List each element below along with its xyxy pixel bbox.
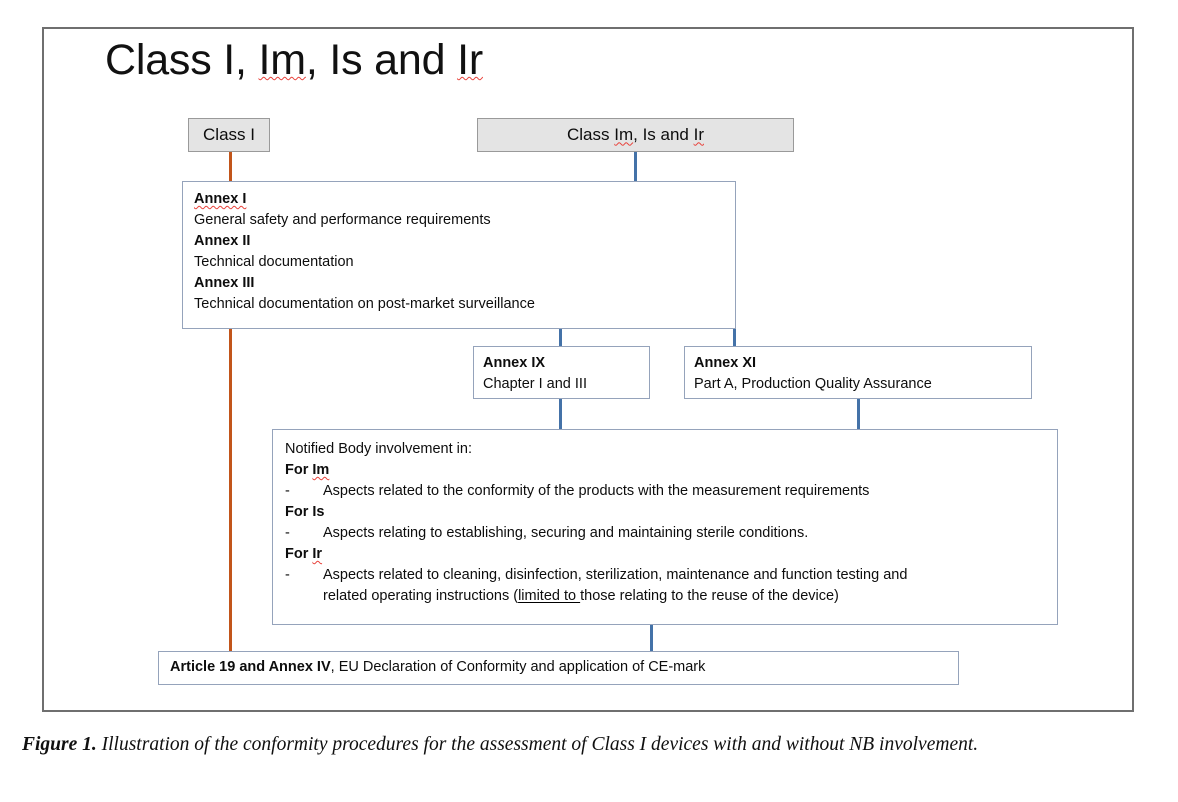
- annex-group-line-0: Annex I: [194, 191, 247, 207]
- annex-group-line-4: Annex III: [194, 275, 255, 292]
- article-19-rest: , EU Declaration of Conformity and appli…: [330, 659, 706, 676]
- connector-annex-to-annex-xi: [733, 329, 736, 347]
- connector-annex-to-annex-ix: [559, 329, 562, 347]
- notified-body-heading-im: For Im: [285, 460, 1045, 481]
- bullet-ir-l2-underlined: limited to: [518, 588, 581, 605]
- class-im-is-ir-header-label: Class Im, Is and Ir: [567, 123, 704, 148]
- title-part-3: Ir: [457, 36, 483, 84]
- notified-body-intro: Notified Body involvement in:: [285, 441, 472, 457]
- annex-group-line-5: Technical documentation on post-market s…: [194, 296, 535, 313]
- connector-class-i-to-annex: [229, 151, 232, 181]
- heading-im-part-1: Im: [312, 462, 330, 479]
- hdr-part-3: Ir: [693, 124, 704, 144]
- hdr-part-0: Class: [567, 124, 615, 144]
- node-annex-xi[interactable]: Annex XI Part A, Production Quality Assu…: [684, 346, 1032, 399]
- bullet-text-is: Aspects relating to establishing, securi…: [323, 525, 809, 542]
- node-article-19[interactable]: Article 19 and Annex IV, EU Declaration …: [158, 651, 959, 685]
- bullet-text-im: Aspects related to the conformity of the…: [323, 483, 870, 500]
- node-class-i-header[interactable]: Class I: [188, 118, 270, 152]
- node-class-im-is-ir-header[interactable]: Class Im, Is and Ir: [477, 118, 794, 152]
- node-annex-group[interactable]: Annex I General safety and performance r…: [182, 181, 736, 329]
- title-part-1: Im: [258, 36, 307, 84]
- article-19-bold: Article 19 and Annex IV: [170, 659, 331, 676]
- caption-label: Figure 1.: [22, 734, 97, 755]
- node-notified-body[interactable]: Notified Body involvement in: For Im - A…: [272, 429, 1058, 625]
- notified-body-bullet-im: - Aspects related to the conformity of t…: [285, 481, 1045, 502]
- annex-ix-body: Chapter I and III: [483, 376, 587, 393]
- annex-xi-heading: Annex XI: [694, 355, 757, 371]
- notified-body-heading-ir: For Ir: [285, 544, 1045, 565]
- heading-ir-part-1: Ir: [312, 546, 323, 563]
- bullet-marker-ir: -: [285, 567, 290, 584]
- connector-classimisir-to-annex: [634, 152, 637, 182]
- bullet-ir-l2-pre: related operating instructions (: [323, 588, 519, 605]
- notified-body-bullet-is: - Aspects relating to establishing, secu…: [285, 523, 1045, 544]
- bullet-marker-im: -: [285, 483, 290, 500]
- annex-group-line-1: General safety and performance requireme…: [194, 212, 491, 229]
- caption-text: Illustration of the conformity procedure…: [96, 734, 979, 755]
- connector-notified-body-to-article19: [650, 625, 653, 651]
- connector-annex-xi-to-notified-body: [857, 398, 860, 430]
- hdr-part-2: , Is and: [633, 124, 694, 144]
- notified-body-bullet-ir: - Aspects related to cleaning, disinfect…: [285, 565, 1045, 586]
- bullet-text-ir: Aspects related to cleaning, disinfectio…: [323, 567, 908, 584]
- bullet-marker-is: -: [285, 525, 290, 542]
- annex-group-line-2: Annex II: [194, 233, 251, 250]
- annex-ix-heading: Annex IX: [483, 355, 546, 371]
- class-i-header-label: Class I: [203, 124, 255, 144]
- heading-im-part-0: For: [285, 462, 313, 479]
- connector-annex-ix-to-notified-body: [559, 398, 562, 430]
- heading-ir-part-0: For: [285, 546, 313, 563]
- title-part-2: , Is and: [305, 36, 458, 84]
- notified-body-bullet-ir-line2: related operating instructions (limited …: [285, 586, 1045, 607]
- bullet-ir-l2-post: those relating to the reuse of the devic…: [580, 588, 839, 605]
- figure-caption: Figure 1. Illustration of the conformity…: [22, 731, 1162, 759]
- notified-body-heading-is: For Is: [285, 504, 325, 521]
- connector-annex-to-article19: [229, 329, 232, 651]
- node-annex-ix[interactable]: Annex IX Chapter I and III: [473, 346, 650, 399]
- hdr-part-1: Im: [614, 124, 634, 144]
- annex-group-line-3: Technical documentation: [194, 254, 354, 271]
- article-19-text: Article 19 and Annex IV, EU Declaration …: [159, 657, 716, 678]
- title-part-0: Class I,: [105, 36, 259, 84]
- page-title: Class I, Im, Is and Ir: [105, 36, 483, 84]
- annex-xi-body: Part A, Production Quality Assurance: [694, 376, 932, 393]
